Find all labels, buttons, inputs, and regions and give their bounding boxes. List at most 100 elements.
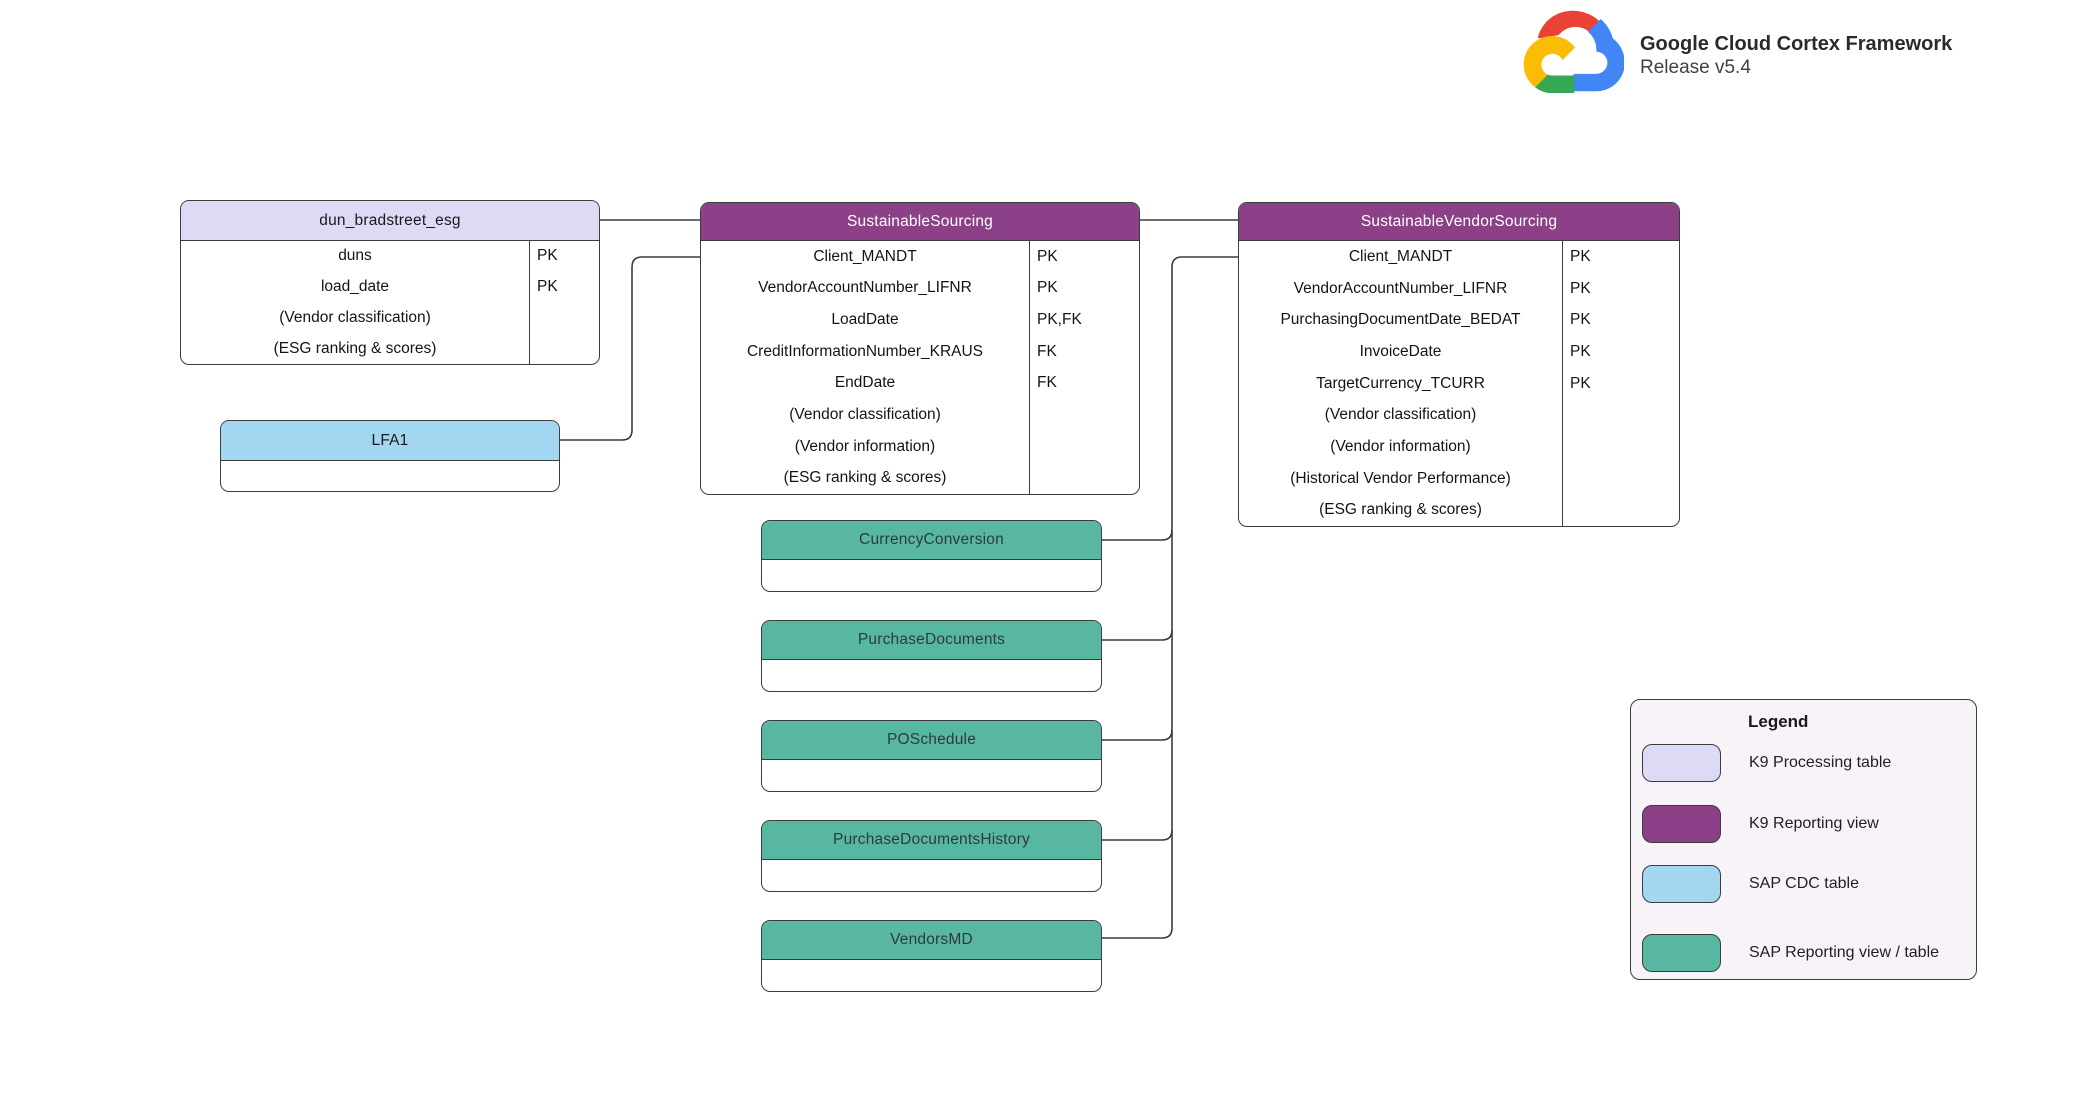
- link-trunk-to-sustainablevendorsourcing: [1102, 256, 1238, 939]
- entity-row: [762, 660, 1101, 691]
- attribute-name: (Vendor information): [794, 437, 936, 455]
- key-flag: [1562, 494, 1679, 526]
- entity-body: [762, 860, 1101, 891]
- entity-row: [762, 860, 1101, 891]
- entity-body: [762, 960, 1101, 991]
- entity-title: LFA1: [221, 421, 559, 461]
- entity-row: (ESG ranking & scores): [181, 333, 599, 364]
- link-currencyconversion-to-trunk: [1102, 529, 1173, 541]
- entity-title: SustainableVendorSourcing: [1239, 203, 1679, 241]
- key-flag: [529, 333, 599, 364]
- entity-body: [762, 560, 1101, 591]
- legend-item: K9 Processing table: [1642, 744, 1891, 782]
- attribute-name: InvoiceDate: [1359, 342, 1442, 360]
- key-flag: [1029, 430, 1139, 463]
- key-flag: PK: [1562, 304, 1679, 337]
- entity-PurchaseDocumentsHistory: PurchaseDocumentsHistory: [761, 820, 1102, 892]
- key-flag: [1562, 462, 1679, 495]
- key-flag: PK: [1562, 367, 1679, 400]
- legend-title: Legend: [1748, 712, 1809, 731]
- key-flag: PK: [1029, 241, 1139, 273]
- entity-row: (Vendor information): [701, 430, 1139, 463]
- legend-label: SAP CDC table: [1749, 875, 1859, 892]
- entity-row: (ESG ranking & scores): [1239, 494, 1679, 526]
- google-cloud-logo-icon: [1523, 10, 1624, 93]
- key-flag: PK: [1562, 336, 1679, 368]
- link-purchasedocuments-to-trunk: [1102, 629, 1173, 641]
- attribute-name: Client_MANDT: [1348, 247, 1453, 265]
- entity-body: [762, 660, 1101, 691]
- key-flag: FK: [1029, 367, 1139, 400]
- legend-swatch: [1642, 934, 1721, 972]
- key-flag: PK: [1562, 241, 1679, 273]
- entity-row: TargetCurrency_TCURR PK: [1239, 367, 1679, 400]
- attribute-name: PurchasingDocumentDate_BEDAT: [1280, 311, 1521, 329]
- entity-row: (Vendor information): [1239, 431, 1679, 463]
- legend-item: K9 Reporting view: [1642, 805, 1879, 843]
- attribute-name: LoadDate: [831, 311, 899, 329]
- entity-CurrencyConversion: CurrencyConversion: [761, 520, 1102, 592]
- legend-swatch: [1642, 805, 1721, 843]
- attribute-name: (Vendor classification): [1324, 406, 1477, 424]
- entity-title: POSchedule: [762, 721, 1101, 760]
- entity-title: PurchaseDocuments: [762, 621, 1101, 660]
- entity-title: SustainableSourcing: [701, 203, 1139, 241]
- legend: Legend K9 Processing table K9 Reporting v…: [1630, 699, 1977, 980]
- attribute-name: (Vendor classification): [789, 405, 941, 423]
- attribute-name: (ESG ranking & scores): [1319, 501, 1482, 519]
- entity-title: PurchaseDocumentsHistory: [762, 821, 1101, 860]
- attribute-name: (ESG ranking & scores): [783, 469, 947, 487]
- entity-row: LoadDate PK,FK: [701, 304, 1139, 336]
- key-flag: PK: [1029, 272, 1139, 305]
- attribute-name: (ESG ranking & scores): [273, 339, 437, 357]
- attribute-name: (Vendor classification): [279, 308, 431, 326]
- entity-row: (ESG ranking & scores): [701, 462, 1139, 494]
- entity-row: (Vendor classification): [1239, 399, 1679, 432]
- entity-body: [221, 461, 559, 491]
- key-flag: PK: [529, 271, 599, 303]
- link-purchasedocumentshistory-to-trunk: [1102, 829, 1173, 841]
- entity-title: dun_bradstreet_esg: [181, 201, 599, 241]
- entity-row: [221, 461, 559, 491]
- entity-row: [762, 760, 1101, 791]
- entity-PurchaseDocuments: PurchaseDocuments: [761, 620, 1102, 692]
- key-flag: [1029, 462, 1139, 494]
- entity-row: Client_MANDT PK: [1239, 241, 1679, 273]
- key-flag: PK: [529, 241, 599, 272]
- key-flag: FK: [1029, 335, 1139, 368]
- attribute-name: load_date: [320, 278, 390, 296]
- entity-row: (Vendor classification): [701, 399, 1139, 431]
- legend-item: SAP Reporting view / table: [1642, 934, 1939, 972]
- legend-item: SAP CDC table: [1642, 865, 1859, 903]
- entity-row: PurchasingDocumentDate_BEDAT PK: [1239, 304, 1679, 337]
- attribute-name: (Historical Vendor Performance): [1290, 469, 1511, 487]
- logo-block: Google Cloud Cortex Framework Release v5…: [1522, 10, 1952, 93]
- entity-row: InvoiceDate PK: [1239, 336, 1679, 368]
- entity-title: CurrencyConversion: [762, 521, 1101, 560]
- entity-title: VendorsMD: [762, 921, 1101, 960]
- attribute-name: TargetCurrency_TCURR: [1316, 374, 1485, 392]
- entity-LFA1: LFA1: [220, 420, 560, 492]
- attribute-name: (Vendor information): [1330, 437, 1471, 455]
- entity-row: [762, 560, 1101, 591]
- key-flag: PK,FK: [1029, 304, 1139, 336]
- app-title: Google Cloud Cortex Framework: [1640, 33, 1953, 55]
- attribute-name: VendorAccountNumber_LIFNR: [758, 279, 972, 297]
- attribute-name: EndDate: [834, 374, 896, 392]
- legend-label: SAP Reporting view / table: [1749, 944, 1940, 961]
- key-flag: [529, 302, 599, 334]
- attribute-name: VendorAccountNumber_LIFNR: [1293, 279, 1508, 297]
- key-flag: [1562, 399, 1679, 432]
- entity-body: [762, 760, 1101, 791]
- attribute-name: CreditInformationNumber_KRAUS: [746, 342, 984, 360]
